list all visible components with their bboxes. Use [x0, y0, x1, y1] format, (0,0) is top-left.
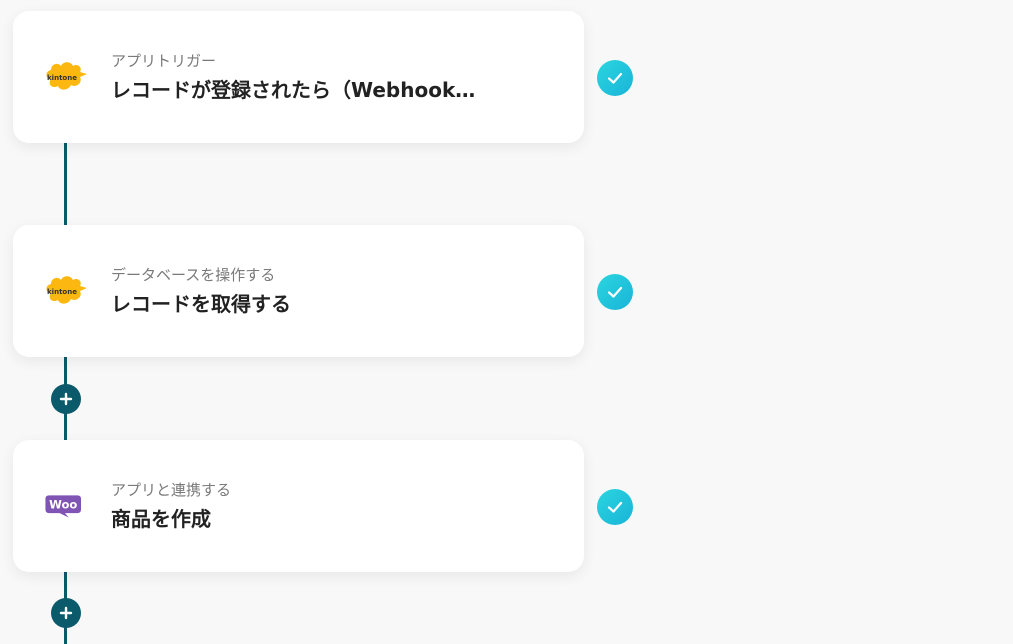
woocommerce-logo: Woo — [45, 495, 81, 518]
step-title: レコードを取得する — [111, 292, 291, 316]
step-title: レコードが登録されたら（Webhook… — [111, 78, 476, 102]
check-icon — [597, 489, 633, 525]
flow-step-card[interactable]: Woo アプリと連携する 商品を作成 — [13, 440, 584, 572]
kintone-logo-text: kintone — [47, 288, 77, 296]
plus-icon — [59, 606, 73, 620]
kintone-logo-text: kintone — [47, 74, 77, 82]
kintone-logo: kintone — [46, 62, 87, 90]
plus-icon — [59, 392, 73, 406]
check-icon — [597, 60, 633, 96]
flow-step-card[interactable]: kintone アプリトリガー レコードが登録されたら（Webhook… — [13, 11, 584, 143]
flow-step-card[interactable]: kintone データベースを操作する レコードを取得する — [13, 225, 584, 357]
add-step-button[interactable] — [51, 598, 81, 628]
step-category: アプリトリガー — [111, 52, 217, 70]
woo-logo-text: Woo — [49, 498, 77, 512]
step-category: アプリと連携する — [111, 481, 232, 499]
step-category: データベースを操作する — [111, 266, 276, 284]
kintone-logo: kintone — [46, 276, 87, 304]
check-icon — [597, 274, 633, 310]
connector-line — [64, 140, 67, 228]
add-step-button[interactable] — [51, 384, 81, 414]
step-title: 商品を作成 — [111, 507, 211, 531]
